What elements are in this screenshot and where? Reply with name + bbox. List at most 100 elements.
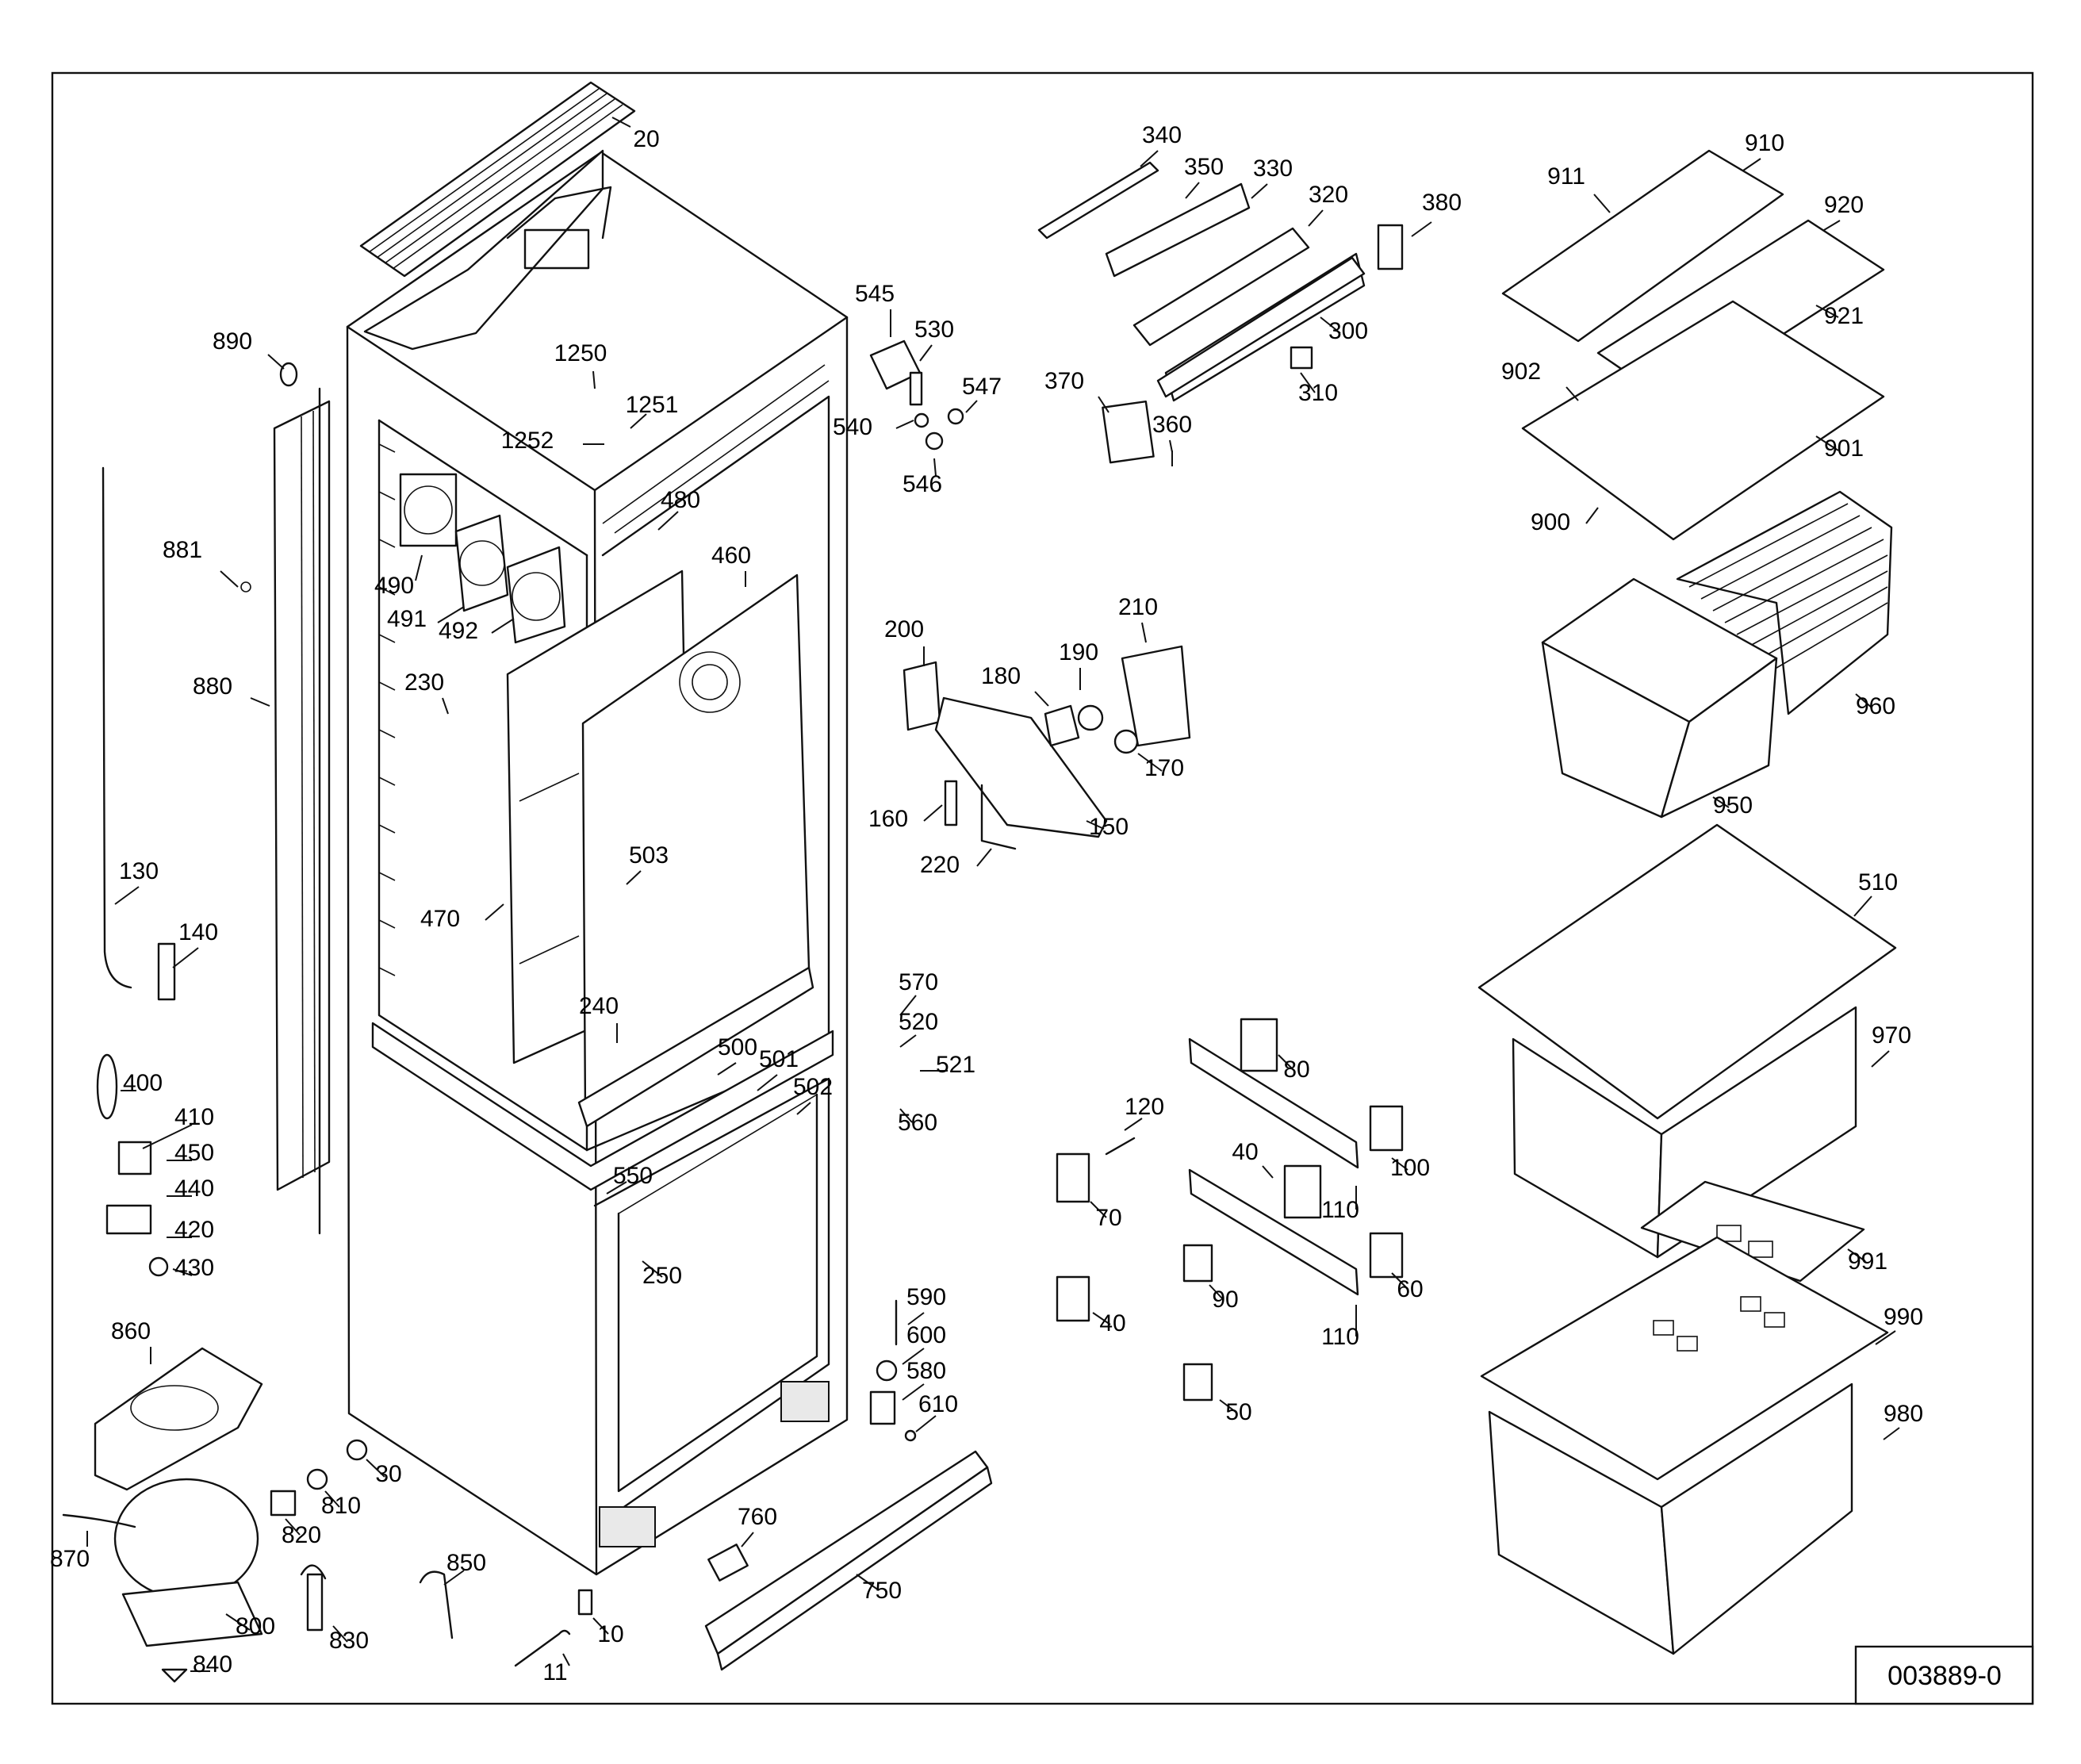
callout-330: 330 bbox=[1251, 155, 1293, 199]
callout-number: 492 bbox=[439, 618, 478, 644]
callout-number: 310 bbox=[1298, 380, 1338, 406]
callout-number: 820 bbox=[282, 1522, 321, 1548]
callout-leader-line bbox=[172, 1268, 193, 1276]
callout-leader-line bbox=[1219, 1399, 1236, 1413]
bottle-rack bbox=[1676, 490, 1893, 715]
callout-leader-line bbox=[757, 1074, 778, 1091]
callout-492: 492 bbox=[439, 618, 515, 644]
callout-number: 501 bbox=[759, 1046, 799, 1072]
callout-110a: 110 bbox=[1321, 1186, 1359, 1223]
callout-leader-line bbox=[1141, 622, 1147, 643]
callout-leader-line bbox=[1090, 1201, 1107, 1218]
callout-leader-line bbox=[562, 1653, 570, 1666]
callout-810: 810 bbox=[321, 1490, 361, 1519]
callout-991: 991 bbox=[1847, 1248, 1887, 1275]
callout-480: 480 bbox=[657, 487, 700, 531]
callout-number: 360 bbox=[1152, 412, 1192, 438]
fan-assembly bbox=[399, 473, 566, 644]
callout-460: 460 bbox=[711, 543, 751, 587]
callout-leader-line bbox=[114, 886, 140, 905]
callout-number: 520 bbox=[899, 1009, 938, 1035]
callout-leader-line bbox=[172, 947, 199, 968]
callout-number: 420 bbox=[174, 1217, 214, 1243]
callout-number: 190 bbox=[1059, 639, 1098, 665]
callout-number: 80 bbox=[1283, 1056, 1309, 1083]
callout-100: 100 bbox=[1390, 1155, 1430, 1181]
callout-300: 300 bbox=[1320, 316, 1368, 344]
callout-number: 900 bbox=[1531, 509, 1570, 535]
callout-number: 510 bbox=[1858, 869, 1898, 895]
callout-number: 580 bbox=[906, 1358, 946, 1384]
callout-leader-line bbox=[415, 554, 423, 581]
callout-leader-line bbox=[1185, 182, 1200, 199]
callout-510: 510 bbox=[1853, 869, 1898, 917]
callout-number: 530 bbox=[914, 316, 954, 343]
callout-220: 220 bbox=[920, 848, 992, 878]
callout-number: 430 bbox=[174, 1255, 214, 1281]
callout-number: 30 bbox=[375, 1461, 401, 1487]
callout-leader-line bbox=[899, 1108, 913, 1123]
callout-leader-line bbox=[976, 848, 992, 867]
callout-number: 970 bbox=[1872, 1022, 1911, 1049]
callout-number: 460 bbox=[711, 543, 751, 569]
callout-number: 70 bbox=[1095, 1205, 1121, 1231]
callout-130: 130 bbox=[114, 858, 159, 905]
callout-number: 750 bbox=[862, 1578, 902, 1604]
glass-shelf-lower bbox=[1521, 300, 1885, 541]
callout-number: 560 bbox=[898, 1110, 937, 1136]
callout-number: 10 bbox=[597, 1621, 623, 1647]
callout-number: 480 bbox=[661, 487, 700, 513]
door-bracket-parts bbox=[1056, 1018, 1404, 1402]
callout-150: 150 bbox=[1086, 814, 1129, 840]
callout-number: 20 bbox=[633, 126, 659, 152]
callout-230: 230 bbox=[404, 669, 449, 715]
callout-leader-line bbox=[1742, 158, 1761, 171]
callout-number: 470 bbox=[420, 906, 460, 932]
callout-leader-line bbox=[1320, 316, 1341, 334]
callout-number: 170 bbox=[1144, 755, 1184, 781]
callout-350: 350 bbox=[1184, 154, 1224, 199]
callout-leader-line bbox=[902, 1348, 925, 1365]
callout-leader-line bbox=[332, 1625, 348, 1643]
callout-leader-line bbox=[1871, 1050, 1890, 1068]
callout-leader-line bbox=[1140, 150, 1159, 167]
callout-number: 350 bbox=[1184, 154, 1224, 180]
callout-370: 370 bbox=[1044, 368, 1109, 413]
callout-leader-line bbox=[796, 1102, 811, 1115]
callout-leader-line bbox=[902, 1383, 925, 1401]
callout-70: 70 bbox=[1090, 1201, 1122, 1231]
callout-380: 380 bbox=[1411, 190, 1462, 237]
callout-leader-line bbox=[1815, 435, 1839, 451]
callout-11: 11 bbox=[542, 1653, 570, 1685]
callout-number: 546 bbox=[903, 471, 942, 497]
callout-number: 490 bbox=[374, 573, 414, 599]
callout-580: 580 bbox=[902, 1358, 946, 1401]
callout-number: 220 bbox=[920, 852, 960, 878]
callout-leader-line bbox=[1092, 1312, 1111, 1325]
callout-546: 546 bbox=[903, 458, 942, 497]
crisper-bin bbox=[1541, 577, 1778, 819]
callout-leader-line bbox=[491, 618, 515, 634]
callout-leader-line bbox=[923, 804, 943, 822]
callout-number: 410 bbox=[174, 1104, 214, 1130]
callout-1252: 1252 bbox=[501, 428, 604, 454]
callout-760: 760 bbox=[738, 1504, 777, 1547]
callout-180: 180 bbox=[981, 663, 1049, 707]
callout-leader-line bbox=[915, 1415, 937, 1432]
callout-number: 545 bbox=[855, 281, 895, 307]
callout-leader-line bbox=[611, 117, 631, 128]
callout-number: 850 bbox=[446, 1550, 486, 1576]
callout-881: 881 bbox=[163, 537, 239, 588]
left-small-parts bbox=[96, 362, 593, 1667]
callout-902: 902 bbox=[1501, 359, 1579, 401]
callout-number: 100 bbox=[1390, 1155, 1430, 1181]
callout-number: 870 bbox=[50, 1546, 90, 1572]
callout-340: 340 bbox=[1140, 122, 1182, 167]
callout-leader-line bbox=[267, 354, 285, 370]
callout-250: 250 bbox=[642, 1260, 682, 1289]
callout-leader-line bbox=[1098, 396, 1109, 413]
callout-540: 540 bbox=[833, 414, 914, 440]
kick-plate bbox=[704, 1450, 993, 1671]
callout-240: 240 bbox=[579, 993, 619, 1043]
